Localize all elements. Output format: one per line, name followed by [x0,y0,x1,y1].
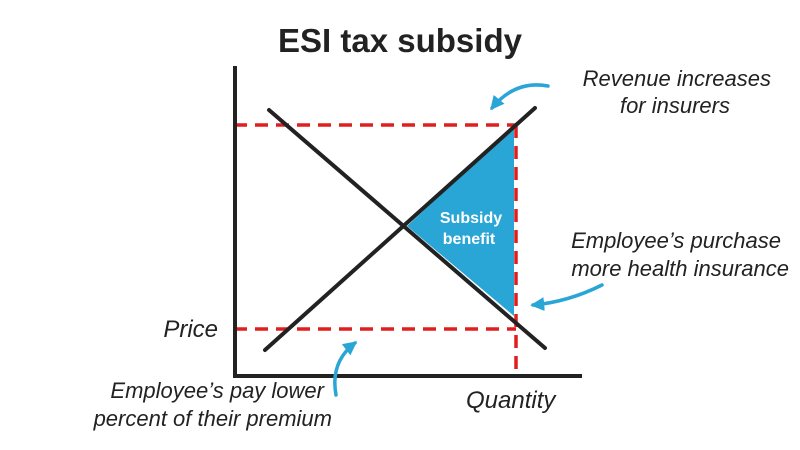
subsidy-benefit-label-line2: benefit [443,231,496,248]
demand-curve [267,108,547,350]
pay-arrow [333,341,358,397]
revenue-arrow [490,83,550,111]
purchase-arrow [530,283,604,312]
pay-note-line1: Employee’s pay lower [110,378,325,403]
supply-curve [263,106,537,352]
y-axis-label: Price [163,316,218,343]
pay-note-line2: percent of their premium [93,406,332,431]
purchase-note-line1: Employee’s purchase [571,228,781,253]
diagram-title: ESI tax subsidy [278,22,523,59]
x-axis-label: Quantity [466,387,557,414]
purchase-note-line2: more health insurance [571,256,789,281]
subsidy-benefit-label-line1: Subsidy [440,210,502,227]
revenue-note-line2: for insurers [620,93,730,118]
subsidy-benefit-region [407,127,514,316]
revenue-note-line1: Revenue increases [583,66,771,91]
